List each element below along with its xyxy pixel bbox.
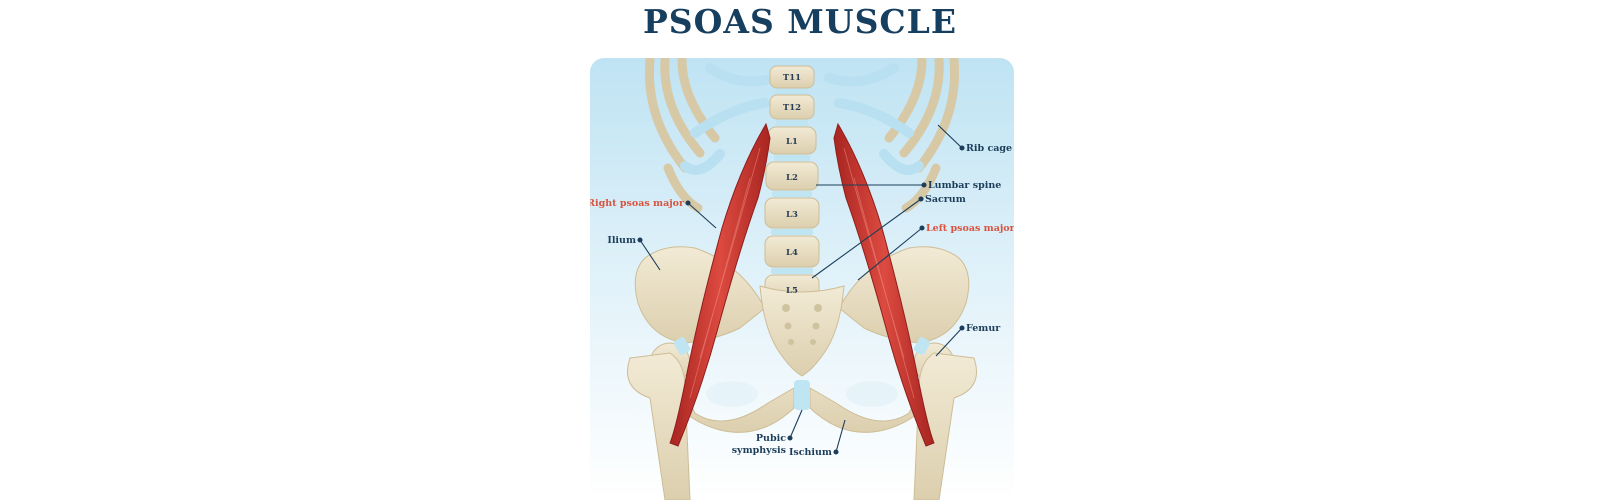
left-psoas-label: Left psoas major bbox=[926, 223, 1014, 234]
ischium-label: Ischium bbox=[789, 447, 832, 458]
sacrum-bone bbox=[759, 285, 845, 377]
vertebra-label: L2 bbox=[786, 173, 798, 183]
costal-cartilage bbox=[680, 63, 924, 175]
vertebra-label: L5 bbox=[786, 286, 798, 296]
vertebra-label: L1 bbox=[786, 137, 798, 147]
vertebra-label: L4 bbox=[786, 248, 798, 258]
femurs bbox=[627, 337, 977, 500]
right-psoas-label: Right psoas major bbox=[590, 198, 685, 209]
page-title: PSOAS MUSCLE bbox=[642, 2, 958, 41]
psoas-diagram: T11 T12 L1 L2 L3 L4 L5 Rib cage Lumbar s… bbox=[590, 58, 1014, 500]
pubic-symphysis-label-line2: symphysis bbox=[732, 445, 786, 456]
right-psoas-major-muscle bbox=[669, 122, 771, 447]
left-psoas-major-muscle bbox=[833, 122, 935, 447]
vertebra-label: T11 bbox=[783, 73, 801, 83]
sacrum-label: Sacrum bbox=[925, 194, 966, 205]
lumbar-spine-label: Lumbar spine bbox=[928, 180, 1001, 191]
vertebra-label: L3 bbox=[786, 210, 798, 220]
leader-lines bbox=[637, 124, 965, 455]
pubic-symphysis-label-line1: Pubic bbox=[756, 433, 786, 444]
ilium-label: Ilium bbox=[607, 235, 636, 246]
pubic-symphysis-disc bbox=[794, 380, 810, 410]
rib-cage-label: Rib cage bbox=[966, 143, 1012, 154]
rib-cage bbox=[644, 58, 960, 213]
femur-label: Femur bbox=[966, 323, 1001, 334]
vertebra-label: T12 bbox=[783, 103, 801, 113]
anatomy-illustration: T11 T12 L1 L2 L3 L4 L5 Rib cage Lumbar s… bbox=[590, 58, 1014, 500]
spine bbox=[764, 65, 820, 306]
